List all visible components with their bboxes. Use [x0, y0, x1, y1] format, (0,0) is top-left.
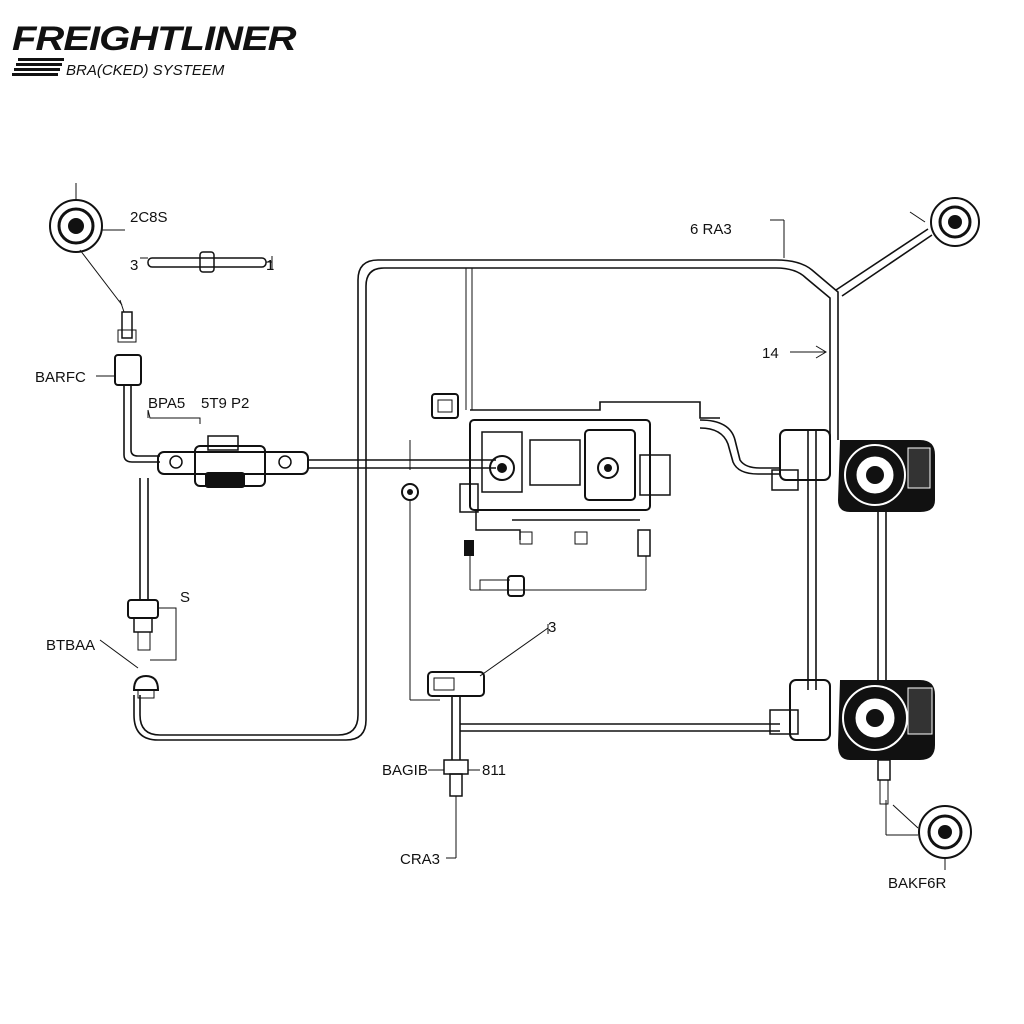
top-right-gauge-icon — [770, 197, 980, 297]
label-btbaa: BTBAA — [46, 637, 95, 654]
bagib-valve-icon — [401, 440, 780, 859]
barfc-valve-icon — [96, 311, 160, 463]
brand-logo: FREIGHTLINER — [12, 20, 297, 58]
label-bpa5: BPA5 — [148, 395, 185, 412]
label-barfc: BARFC — [35, 369, 86, 386]
label-6ra3: 6 RA3 — [690, 221, 732, 238]
diagram-subtitle: BRA(CKED) SYSTEEM — [66, 62, 225, 79]
modulator-valve-icon — [147, 409, 496, 488]
label-3-top: 3 — [130, 257, 138, 274]
central-valve-block-icon — [431, 268, 780, 597]
upper-brake-chamber-icon — [771, 429, 935, 512]
btbaa-valve-icon — [99, 478, 177, 699]
label-1-top: 1 — [266, 257, 274, 274]
label-14: 14 — [762, 345, 779, 362]
main-brake-line — [133, 259, 839, 741]
label-s: S — [180, 589, 190, 606]
bottom-right-gauge-icon — [885, 800, 972, 870]
label-bakf6r: BAKF6R — [888, 875, 947, 892]
label-bagib: BAGIB — [382, 762, 428, 779]
label-5t9p2: 5T9 P2 — [201, 395, 249, 412]
label-811: 811 — [482, 762, 506, 779]
label-3-mid: 3 — [548, 619, 556, 636]
label-cra3: CRA3 — [400, 851, 440, 868]
gauge-icon — [49, 183, 125, 313]
logo-stripes-icon — [12, 58, 64, 76]
lower-brake-chamber-icon — [769, 679, 935, 805]
label-2c8s: 2C8S — [130, 209, 168, 226]
right-brake-line — [790, 345, 887, 690]
connector-bar-icon — [140, 251, 273, 273]
